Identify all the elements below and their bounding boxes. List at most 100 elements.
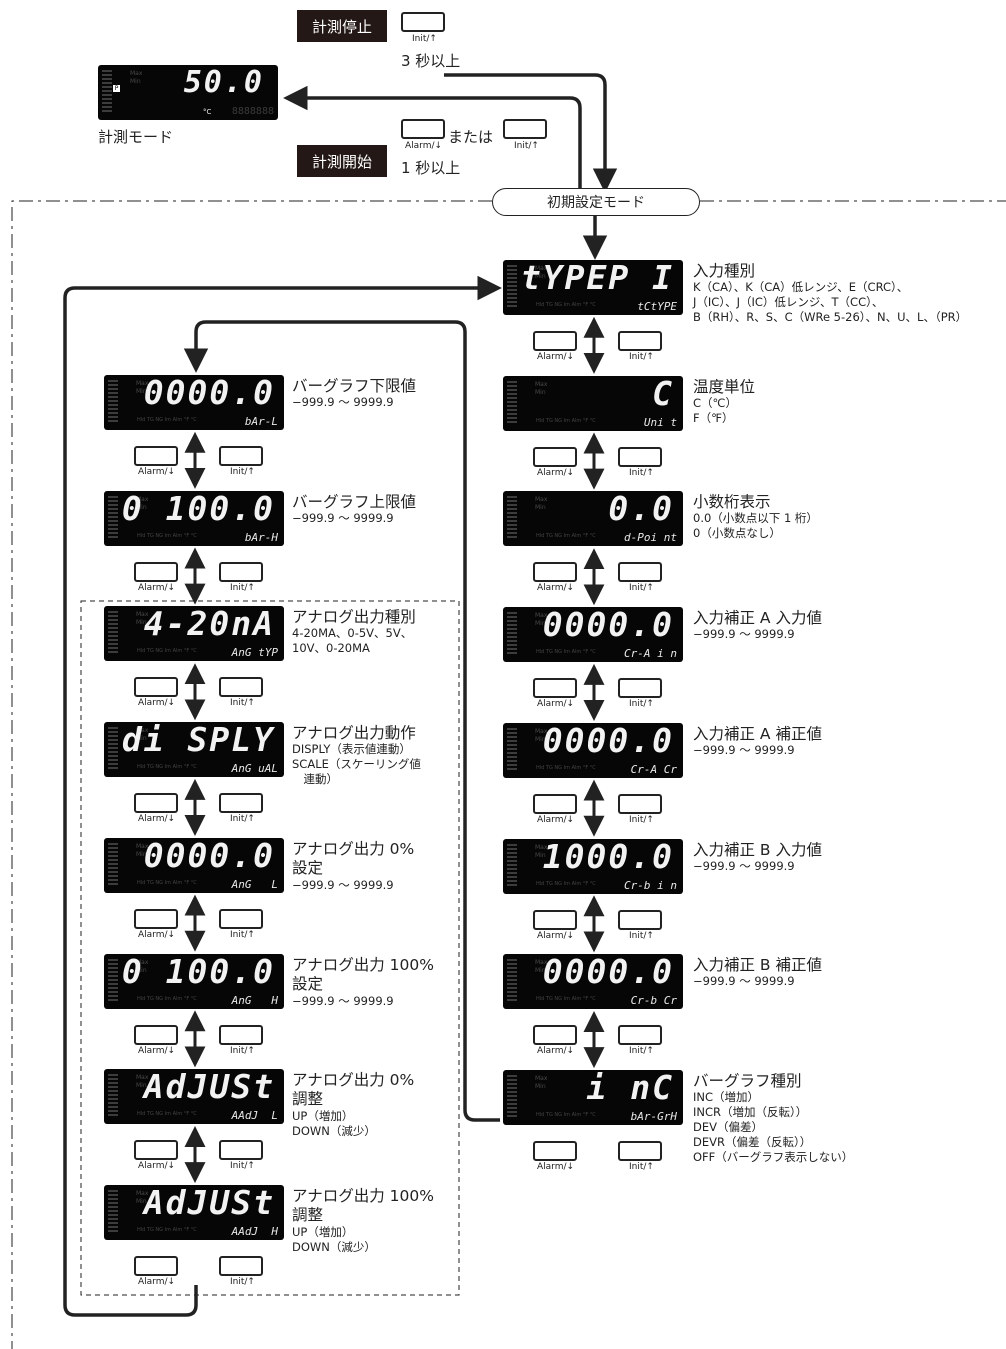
- init-up-button[interactable]: [219, 1024, 263, 1045]
- parameter-title: アナログ出力 0%: [292, 839, 415, 858]
- bargraph-icon: [507, 1074, 517, 1119]
- parameter-value: 0000.0: [542, 722, 674, 760]
- initial-setting-mode: 初期設定モード: [492, 188, 700, 216]
- init-up-button[interactable]: [401, 12, 445, 32]
- init-up-button[interactable]: [618, 331, 662, 351]
- init-up-button[interactable]: [503, 119, 547, 139]
- init-up-button[interactable]: [618, 1140, 662, 1161]
- alarm-down-button-label: Alarm/↓: [537, 930, 575, 941]
- alarm-down-button[interactable]: [533, 562, 577, 583]
- init-up-button[interactable]: [219, 1140, 263, 1161]
- parameter-description: −999.9 ～ 9999.9: [693, 974, 795, 989]
- parameter-value: 0.0: [608, 491, 674, 529]
- init-up-button[interactable]: [219, 908, 263, 929]
- init-up-button-label: Init/↑: [629, 930, 654, 941]
- alarm-down-button[interactable]: [134, 1140, 178, 1161]
- init-up-button[interactable]: [219, 561, 263, 582]
- alarm-down-button-label: Alarm/↓: [537, 352, 575, 362]
- annunciator-row: Hld TG NG Im Alm °F °C: [137, 995, 197, 1002]
- annunciator-row: Hld TG NG Im Alm °F °C: [536, 302, 596, 308]
- bargraph-icon: [108, 1074, 118, 1119]
- init-up-button[interactable]: [618, 562, 662, 583]
- init-up-button[interactable]: [219, 1255, 263, 1276]
- init-up-button[interactable]: [618, 446, 662, 467]
- init-up-button-label: Init/↑: [629, 583, 654, 594]
- loop-to-left-arrow: [183, 320, 500, 1122]
- bargraph-icon: [108, 495, 118, 540]
- init-up-button[interactable]: [618, 793, 662, 814]
- alarm-down-button-label: Alarm/↓: [138, 698, 176, 709]
- alarm-down-button[interactable]: [134, 677, 178, 698]
- annunciator-row: Hld TG NG Im Alm °F °C: [536, 649, 596, 656]
- alarm-down-button-label: Alarm/↓: [537, 467, 575, 478]
- init-up-button[interactable]: [618, 678, 662, 699]
- init-up-button[interactable]: [219, 446, 263, 466]
- init-up-button[interactable]: [618, 909, 662, 930]
- init-up-button[interactable]: [219, 793, 263, 814]
- annunciator-row: Hld TG NG Im Alm °F °C: [536, 417, 596, 424]
- parameter-description: −999.9 ～ 9999.9: [292, 877, 394, 892]
- alarm-down-button[interactable]: [134, 908, 178, 929]
- alarm-down-button[interactable]: [533, 1140, 577, 1161]
- parameter-description: DEVR（偏差（反転））: [693, 1134, 812, 1149]
- parameter-code: d-Poi nt: [624, 531, 677, 545]
- alarm-down-button[interactable]: [533, 331, 577, 351]
- alarm-down-button[interactable]: [533, 678, 577, 699]
- start-measurement-label: 計測開始: [297, 145, 387, 177]
- alarm-down-button[interactable]: [134, 1255, 178, 1276]
- parameter-description: 連動）: [292, 772, 338, 787]
- parameter-code: AnG tYP: [231, 646, 278, 660]
- init-up-button[interactable]: [618, 1025, 662, 1046]
- parameter-description: 0.0（小数点以下 1 桁）: [693, 511, 818, 526]
- init-up-button-label: Init/↑: [230, 1161, 255, 1172]
- alarm-down-button[interactable]: [533, 446, 577, 467]
- parameter-description: DOWN（減少）: [292, 1124, 376, 1139]
- init-up-button-label: Init/↑: [629, 1046, 654, 1057]
- alarm-down-button[interactable]: [533, 1025, 577, 1046]
- parameter-value: 0 100.0: [121, 490, 275, 528]
- alarm-down-button[interactable]: [533, 793, 577, 814]
- parameter-title: アナログ出力種別: [292, 608, 416, 627]
- init-up-button-label: Init/↑: [629, 467, 654, 478]
- or-label: または: [448, 128, 494, 146]
- alarm-down-button[interactable]: [134, 1024, 178, 1045]
- annunciator-row: Hld TG NG Im Alm °F °C: [536, 1111, 596, 1118]
- stop-measurement-label: 計測停止: [297, 10, 387, 42]
- init-up-button-label: Init/↑: [230, 1045, 255, 1056]
- annunciator-row: Hld TG NG Im Alm °F °C: [536, 533, 596, 540]
- parameter-description: −999.9 ～ 9999.9: [693, 858, 795, 873]
- parameter-description: F（℉）: [693, 410, 734, 425]
- parameter-code: AnG L: [231, 877, 278, 891]
- init-up-button-label: Init/↑: [514, 141, 539, 151]
- alarm-down-button[interactable]: [401, 119, 445, 139]
- alarm-down-button-label: Alarm/↓: [138, 1045, 176, 1056]
- init-up-button-label: Init/↑: [412, 34, 437, 44]
- parameter-title: バーグラフ種別: [693, 1071, 802, 1090]
- init-up-button[interactable]: [219, 677, 263, 698]
- parameter-title-cont: 設定: [292, 974, 324, 993]
- annunciator-row: Hld TG NG Im Alm °F °C: [536, 996, 596, 1003]
- alarm-down-button[interactable]: [134, 446, 178, 466]
- alarm-down-button[interactable]: [134, 793, 178, 814]
- parameter-description: B（RH）、R、S、C（WRe 5-26）、N、U、L、（PR）: [693, 310, 968, 324]
- alarm-down-button-label: Alarm/↓: [405, 141, 443, 151]
- alarm-down-button[interactable]: [533, 909, 577, 930]
- alarm-down-button[interactable]: [134, 561, 178, 582]
- parameter-title: 入力補正 B 入力値: [693, 840, 822, 859]
